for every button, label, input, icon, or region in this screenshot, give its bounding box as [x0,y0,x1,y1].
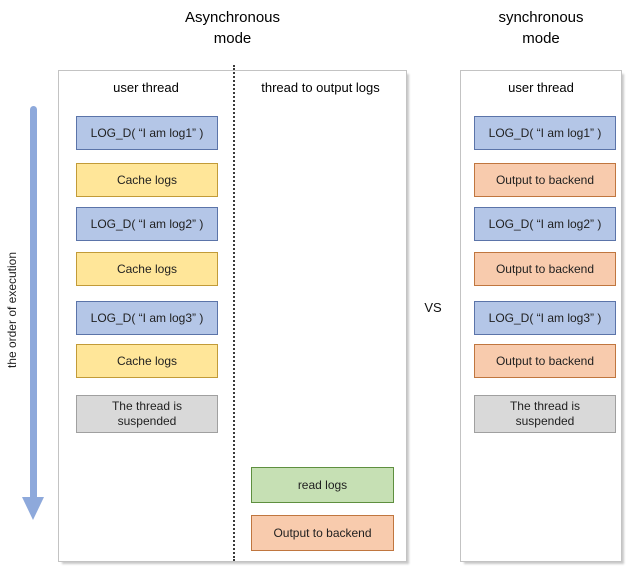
log-call-box: LOG_D( “I am log1” ) [76,116,218,150]
asynchronous-panel: user thread thread to output logs LOG_D(… [58,65,407,562]
output-to-backend-box: Output to backend [251,515,394,551]
cache-logs-box: Cache logs [76,163,218,197]
synchronous-panel: user thread LOG_D( “I am log1” ) Output … [460,70,622,562]
output-to-backend-box: Output to backend [474,344,616,378]
log-call-box: LOG_D( “I am log1” ) [474,116,616,150]
log-call-box: LOG_D( “I am log2” ) [76,207,218,241]
vs-label: VS [424,300,442,315]
user-thread-column-header: user thread [508,80,574,95]
cache-logs-box: Cache logs [76,344,218,378]
cache-logs-box: Cache logs [76,252,218,286]
thread-suspended-box: The thread is suspended [76,395,218,433]
asynchronous-mode-title: Asynchronous mode [184,9,281,47]
user-thread-column-header: user thread [113,80,179,95]
read-logs-box: read logs [251,467,394,503]
log-call-box: LOG_D( “I am log3” ) [76,301,218,335]
execution-order-label: the order of execution [5,251,19,369]
down-arrow-head-icon [22,497,44,520]
synchronous-mode-title: synchronous mode [498,9,584,47]
output-thread-column-header: thread to output logs [261,80,380,95]
output-to-backend-box: Output to backend [474,163,616,197]
thread-suspended-box: The thread is suspended [474,395,616,433]
output-to-backend-box: Output to backend [474,252,616,286]
log-call-box: LOG_D( “I am log3” ) [474,301,616,335]
log-call-box: LOG_D( “I am log2” ) [474,207,616,241]
thread-column-divider [233,65,235,561]
down-arrow-icon [30,106,37,498]
